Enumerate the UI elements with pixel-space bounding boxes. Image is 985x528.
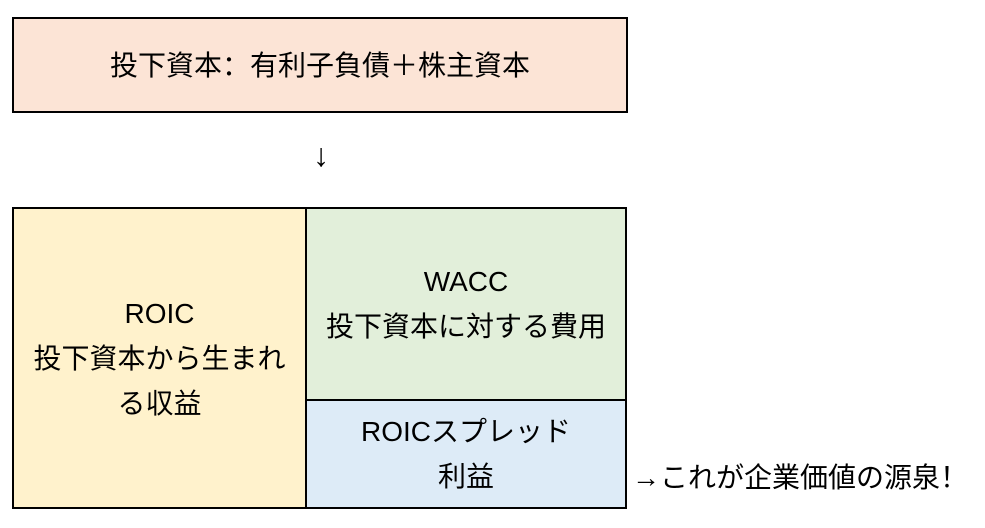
roic-spread-label: ROICスプレッド 利益 xyxy=(360,416,571,492)
roic-spread-box: ROICスプレッド 利益 xyxy=(307,401,625,507)
roic-label: ROIC 投下資本から生まれ る収益 xyxy=(33,297,286,419)
roic-box: ROIC 投下資本から生まれ る収益 xyxy=(14,209,307,507)
down-arrow-icon: ↓ xyxy=(313,137,329,173)
wacc-label: WACC 投下資本に対する費用 xyxy=(325,266,606,342)
wacc-box: WACC 投下資本に対する費用 xyxy=(307,209,625,401)
invested-capital-label: 投下資本：有利子負債＋株主資本 xyxy=(109,49,530,81)
enterprise-value-annotation: →これが企業価値の源泉！ xyxy=(632,462,969,493)
roic-wacc-grid: ROIC 投下資本から生まれ る収益 WACC 投下資本に対する費用 ROICス… xyxy=(12,207,627,509)
invested-capital-box: 投下資本：有利子負債＋株主資本 xyxy=(12,17,628,113)
